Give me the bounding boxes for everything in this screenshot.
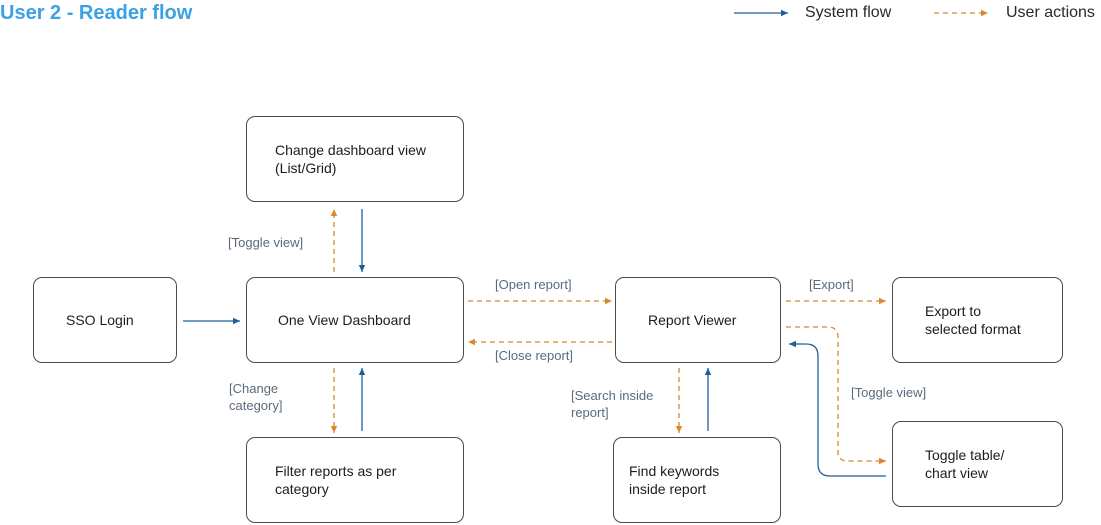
node-filter-reports-label: Filter reports as per category	[275, 463, 397, 497]
node-report-viewer: Report Viewer	[615, 277, 781, 363]
node-sso-login-label: SSO Login	[66, 312, 134, 328]
node-one-view-dashboard: One View Dashboard	[246, 277, 464, 363]
label-toggle-view-dashboard: [Toggle view]	[228, 235, 304, 250]
node-change-dashboard-view-label: Change dashboard view (List/Grid)	[275, 142, 426, 176]
label-open-report: [Open report]	[495, 277, 572, 292]
node-toggle-table-chart-label: Toggle table/ chart view	[925, 447, 1005, 481]
node-filter-reports: Filter reports as per category	[246, 437, 464, 523]
label-toggle-view-viewer: [Toggle view]	[851, 385, 927, 400]
edge-toggle-viewer	[789, 340, 886, 477]
node-export: Export to selected format	[892, 277, 1063, 363]
node-find-keywords: Find keywords inside report	[613, 437, 781, 523]
label-export: [Export]	[809, 277, 854, 292]
label-close-report: [Close report]	[495, 348, 574, 363]
node-change-dashboard-view: Change dashboard view (List/Grid)	[246, 116, 464, 202]
node-find-keywords-label: Find keywords inside report	[629, 463, 720, 497]
node-sso-login: SSO Login	[33, 277, 177, 363]
node-export-label: Export to selected format	[925, 303, 1021, 337]
node-one-view-dashboard-label: One View Dashboard	[278, 312, 411, 328]
node-report-viewer-label: Report Viewer	[648, 312, 737, 328]
diagram-title: User 2 - Reader flow	[0, 2, 193, 24]
label-search-inside: [Search inside report]	[571, 388, 654, 420]
legend-system-label: System flow	[805, 4, 892, 21]
node-toggle-table-chart: Toggle table/ chart view	[892, 421, 1063, 507]
edge-viewer-toggle	[786, 326, 886, 465]
label-change-category: [Change category]	[229, 381, 283, 413]
legend-user-label: User actions	[1006, 4, 1095, 21]
